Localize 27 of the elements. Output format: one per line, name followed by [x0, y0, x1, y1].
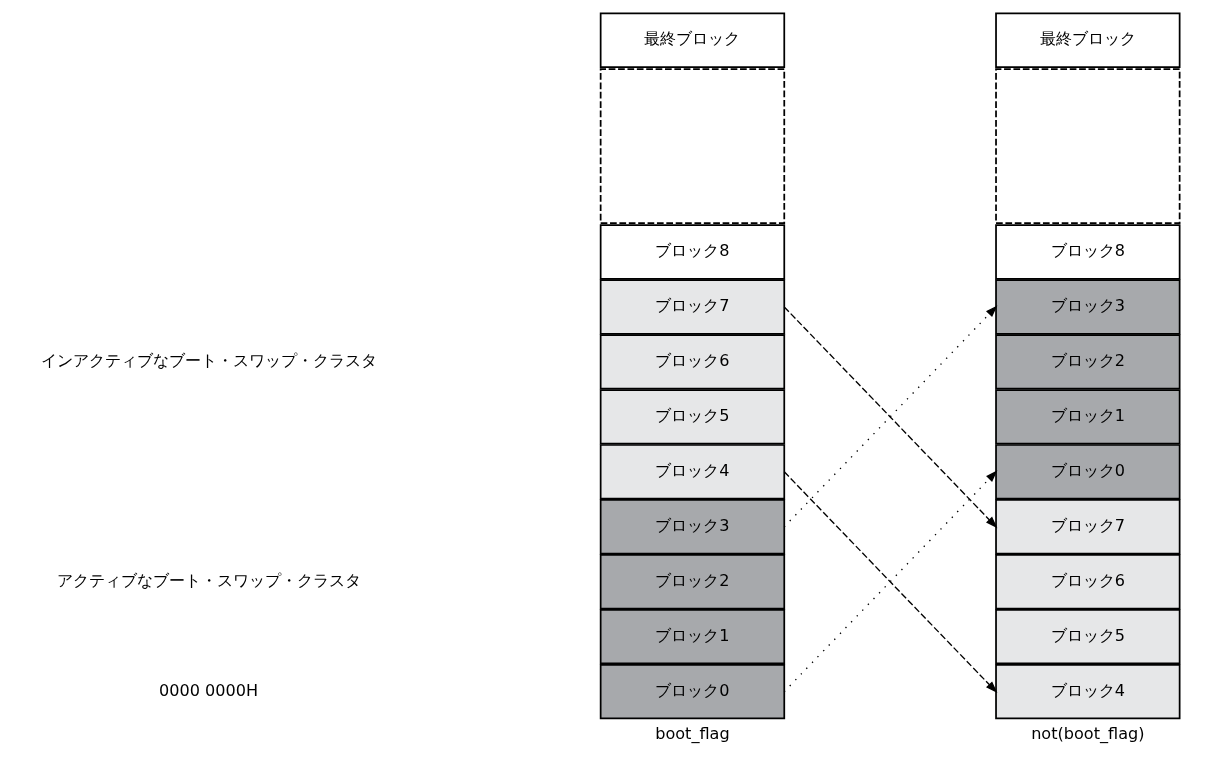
- node-box: ブロック5: [599, 389, 786, 445]
- label: インアクティブなブート・スワップ・クラスタ: [40, 351, 377, 371]
- node-box: ブロック6: [995, 554, 1181, 610]
- node-box: ブロック1: [599, 609, 786, 665]
- node-box: ブロック8: [599, 224, 786, 280]
- label: not(boot_flag): [1031, 723, 1145, 743]
- node-box: ブロック3: [599, 499, 786, 555]
- label: 0000 0000H: [159, 680, 259, 700]
- node-box: 最終ブロック: [599, 12, 786, 68]
- label: boot_flag: [655, 723, 730, 743]
- node-box: ブロック4: [995, 663, 1181, 720]
- node-box: ブロック0: [599, 663, 786, 720]
- node-box: 最終ブロック: [995, 12, 1181, 68]
- node-box: ブロック2: [599, 554, 786, 610]
- node-box: ブロック1: [995, 389, 1181, 445]
- node-box: ブロック7: [599, 279, 786, 335]
- node-box: ブロック2: [995, 334, 1181, 390]
- node-box: ブロック7: [995, 499, 1181, 555]
- node-box: ブロック0: [995, 444, 1181, 500]
- node-box: [995, 68, 1181, 225]
- node-box: ブロック5: [995, 609, 1181, 665]
- node-box: ブロック8: [995, 224, 1181, 280]
- node-box: ブロック4: [599, 444, 786, 500]
- node-box: ブロック3: [995, 279, 1181, 335]
- node-box: [599, 68, 786, 225]
- node-box: ブロック6: [599, 334, 786, 390]
- label: アクティブなブート・スワップ・クラスタ: [56, 570, 361, 590]
